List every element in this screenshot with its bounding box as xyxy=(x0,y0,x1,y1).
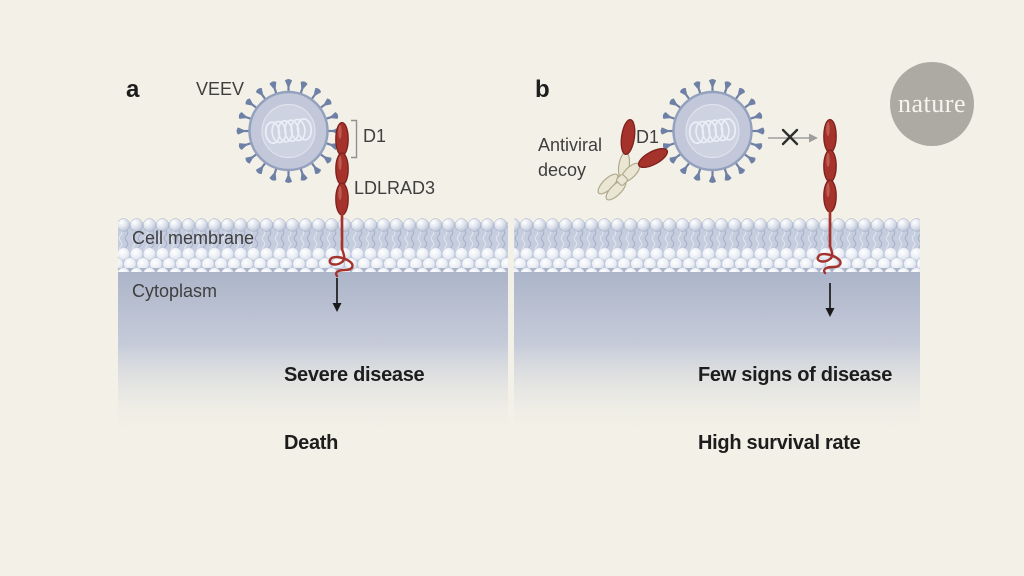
cell-membrane-label: Cell membrane xyxy=(132,228,255,248)
antiviral-decoy-label: Antiviral decoy xyxy=(538,135,603,180)
panel-b-artwork xyxy=(514,79,920,442)
nature-logo-text: nature xyxy=(898,89,966,118)
d1-bracket xyxy=(351,119,358,159)
outcome-b-line1: Few signs of disease xyxy=(698,364,893,386)
membrane-panel-b xyxy=(514,218,920,272)
panel-b-label: b xyxy=(535,76,550,103)
veev-label: VEEV xyxy=(196,79,245,99)
veev-virus-b-icon xyxy=(661,79,765,183)
membrane-panel-a xyxy=(118,218,508,272)
outcome-a-line2: Death xyxy=(284,431,339,454)
decoy-d1-domains-icon xyxy=(620,118,669,169)
panel-a-artwork xyxy=(118,79,508,442)
panel-a-label: a xyxy=(126,76,140,103)
d1-label-a: D1 xyxy=(363,126,387,146)
cytoplasm-panel-a xyxy=(118,264,508,442)
nature-logo: nature xyxy=(890,62,974,146)
outcome-a-line1: Severe disease xyxy=(284,364,425,386)
x-mark-icon xyxy=(781,128,799,146)
ldlrad3-label: LDLRAD3 xyxy=(354,178,436,198)
veev-virus-a-icon xyxy=(237,79,341,183)
outcome-a-text: Severe disease Death xyxy=(284,319,425,499)
outcome-b-text: Few signs of disease High survival rate xyxy=(698,319,892,499)
antiviral-decoy-icon xyxy=(597,118,669,201)
cytoplasm-label: Cytoplasm xyxy=(132,281,218,301)
cytoplasm-panel-b xyxy=(514,264,920,442)
d1-label-b: D1 xyxy=(636,127,660,147)
outcome-b-line2: High survival rate xyxy=(698,431,861,454)
